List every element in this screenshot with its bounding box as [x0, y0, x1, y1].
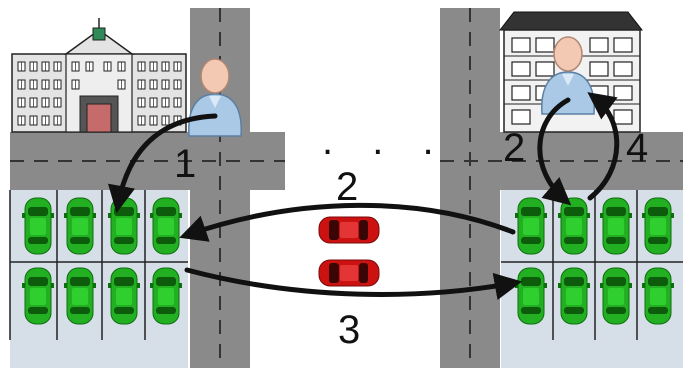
- red-car-icon: [318, 259, 380, 287]
- parked-car-icon: [107, 197, 141, 255]
- ellipsis-label: . . .: [322, 119, 448, 163]
- parked-car-icon: [557, 267, 591, 325]
- parked-car-icon: [557, 197, 591, 255]
- parked-car-icon: [107, 267, 141, 325]
- step-label-3: 3: [338, 308, 360, 352]
- arrow-step1: [107, 113, 218, 214]
- step-label-1: 1: [174, 142, 196, 186]
- parked-car-icon: [149, 267, 183, 325]
- parked-car-icon: [21, 197, 55, 255]
- parked-car-icon: [149, 197, 183, 255]
- parked-car-icon: [514, 267, 548, 325]
- arrow-step2-return: [179, 202, 516, 242]
- right-parking-grid: [501, 190, 683, 340]
- step-label-4: 4: [626, 126, 648, 170]
- parked-car-icon: [641, 197, 675, 255]
- left-parking-grid: [9, 190, 188, 340]
- parked-car-icon: [21, 267, 55, 325]
- red-car-icon: [318, 216, 380, 244]
- parked-car-icon: [63, 267, 97, 325]
- arrow-step4-walk: [587, 92, 620, 201]
- parked-car-icon: [641, 267, 675, 325]
- step-label-2-right: 2: [503, 126, 525, 170]
- parked-car-icon: [599, 197, 633, 255]
- parked-car-icon: [63, 197, 97, 255]
- step-label-2-center: 2: [336, 165, 358, 209]
- parked-car-icon: [514, 197, 548, 255]
- flow-arrows: [107, 92, 620, 300]
- parked-car-icon: [599, 267, 633, 325]
- arrow-step2-walk: [537, 97, 572, 206]
- courthouse-icon: [11, 18, 187, 133]
- apartment-building-icon: [498, 11, 644, 133]
- arrow-step3-drive: [184, 267, 523, 300]
